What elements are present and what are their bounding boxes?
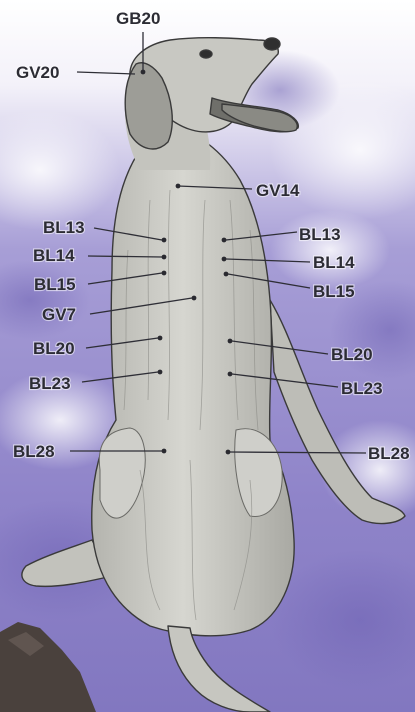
label-bl13-left: BL13 bbox=[43, 218, 85, 237]
label-bl28-left: BL28 bbox=[13, 442, 55, 461]
label-bl23-left: BL23 bbox=[29, 374, 71, 393]
label-bl20-left: BL20 bbox=[33, 339, 75, 358]
label-gv20: GV20 bbox=[16, 63, 59, 82]
label-bl20-right: BL20 bbox=[331, 345, 373, 364]
label-bl15-right: BL15 bbox=[313, 282, 355, 301]
label-gb20: GB20 bbox=[116, 9, 160, 28]
label-gv14: GV14 bbox=[256, 181, 300, 200]
label-bl28-right: BL28 bbox=[368, 444, 410, 463]
label-bl14-left: BL14 bbox=[33, 246, 75, 265]
label-bl15-left: BL15 bbox=[34, 275, 76, 294]
label-bl13-right: BL13 bbox=[299, 225, 341, 244]
label-bl23-right: BL23 bbox=[341, 379, 383, 398]
label-gv7: GV7 bbox=[42, 305, 76, 324]
label-bl14-right: BL14 bbox=[313, 253, 355, 272]
